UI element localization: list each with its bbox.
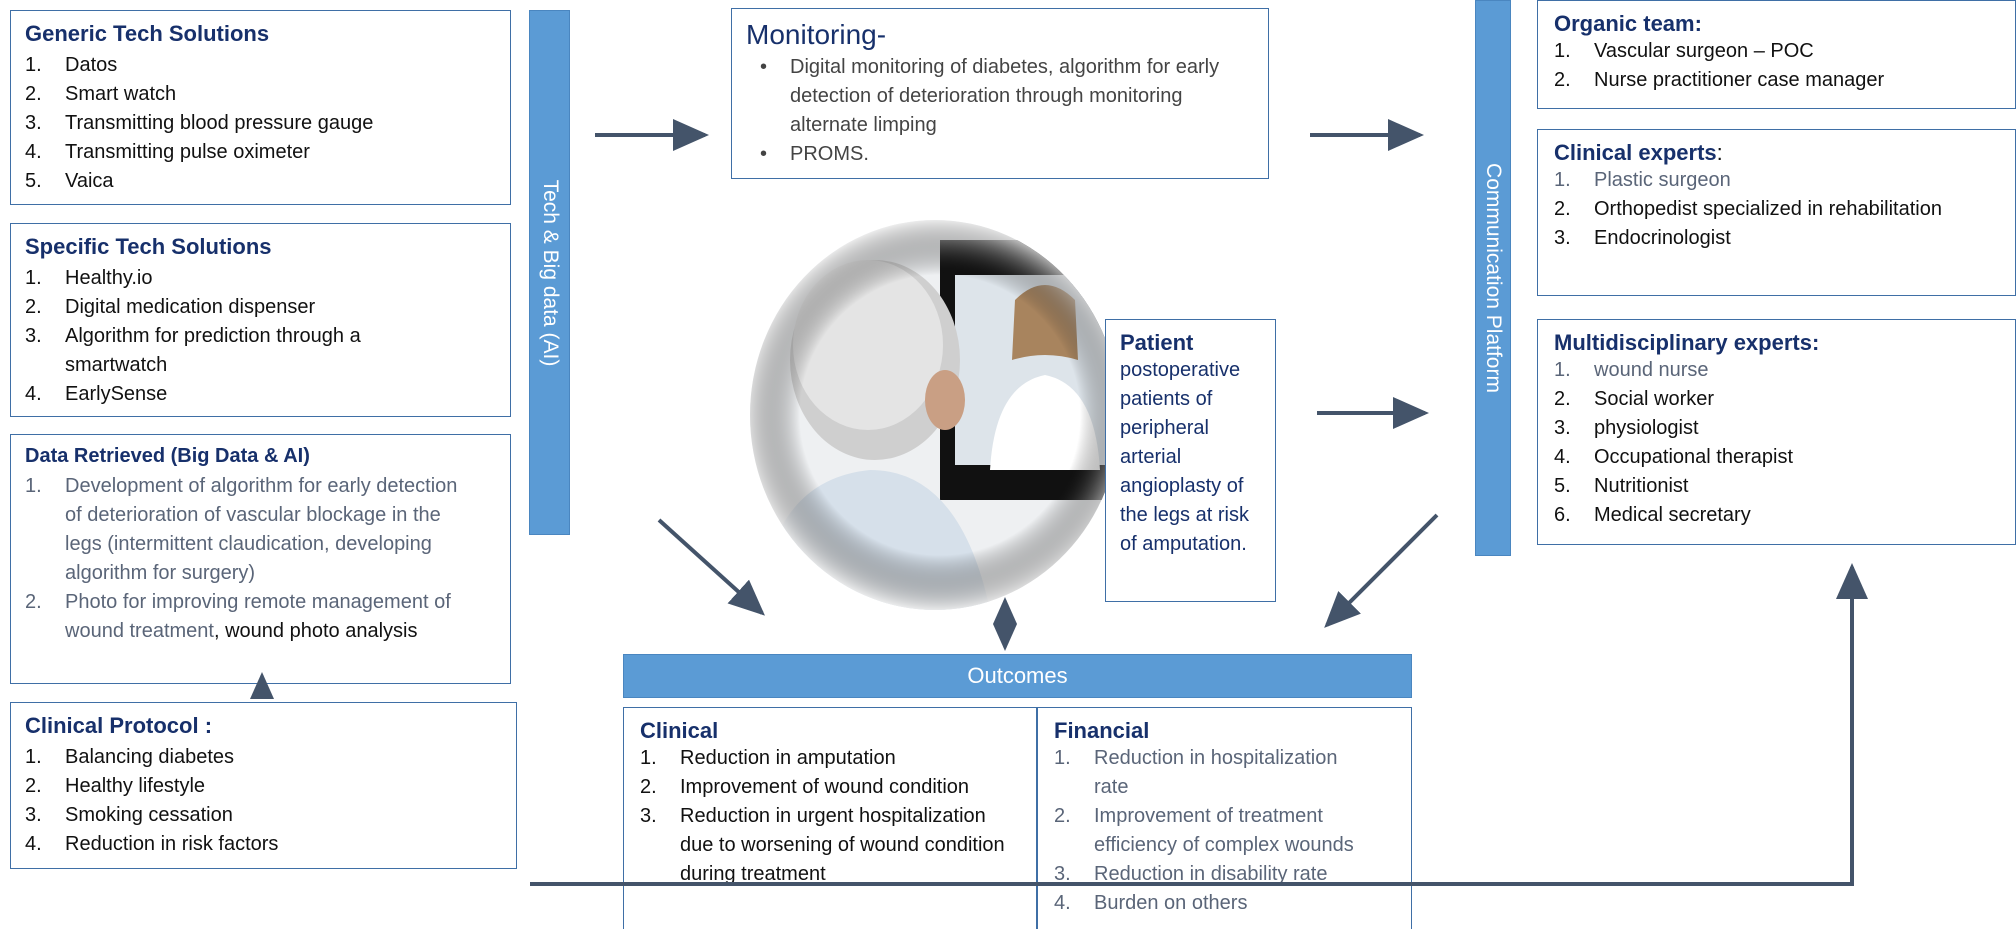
outcomes-clinical-list: 1.Reduction in amputation 2. Improvement…	[640, 744, 1020, 889]
arrow-tech-to-outcomes	[657, 518, 765, 616]
monitoring-box: Monitoring- •Digital monitoring of diabe…	[731, 8, 1269, 179]
list-item: 5.Vaica	[25, 170, 114, 192]
list-item: • PROMS.	[760, 143, 869, 165]
list-item: 2.Orthopedist specialized in rehabilitat…	[1554, 198, 1942, 220]
list-item: 1.Development of algorithm for early det…	[25, 475, 458, 584]
list-item: 1.Datos	[25, 54, 118, 76]
list-item: 4. Reduction in risk factors	[25, 833, 279, 855]
list-item: 2.Social worker	[1554, 388, 1715, 410]
list-item: 2. Improvement of wound condition	[640, 776, 970, 798]
clinical-protocol-title: Clinical Protocol :	[25, 713, 213, 738]
list-item: 2. Healthy lifestyle	[25, 775, 206, 797]
list-item: 3.Reduction in disability rate	[1054, 863, 1328, 885]
list-item: 2.Nurse practitioner case manager	[1554, 69, 1885, 91]
generic-tech-box: Generic Tech Solutions 1.Datos 2.Smart w…	[10, 10, 511, 205]
clinical-experts-box: Clinical experts: 1.Plastic surgeon 2.Or…	[1537, 129, 2016, 296]
outcomes-label: Outcomes	[967, 663, 1068, 688]
patient-title: Patient	[1120, 330, 1194, 355]
list-item: 1.Healthy.io	[25, 267, 153, 289]
outcomes-financial-box: Financial 1.Reduction in hospitalization…	[1037, 707, 1412, 929]
multidisciplinary-experts-title: Multidisciplinary experts:	[1554, 330, 1820, 355]
outcomes-clinical-title: Clinical	[640, 718, 719, 743]
clinical-experts-list: 1.Plastic surgeon 2.Orthopedist speciali…	[1554, 166, 1999, 253]
specific-tech-box: Specific Tech Solutions 1.Healthy.io 2.D…	[10, 223, 511, 417]
list-item: 3.Transmitting blood pressure gauge	[25, 112, 374, 134]
monitoring-list: •Digital monitoring of diabetes, algorit…	[746, 53, 1226, 169]
list-item: 1.Plastic surgeon	[1554, 169, 1731, 191]
data-retrieved-box: Data Retrieved (Big Data & AI) 1.Develop…	[10, 434, 511, 684]
list-item: 4.EarlySense	[25, 383, 168, 405]
communication-platform-bar: Communication Platform	[1475, 0, 1511, 556]
specific-tech-title: Specific Tech Solutions	[25, 234, 272, 259]
tech-big-data-bar: Tech & Big data (AI)	[529, 10, 570, 535]
arrow-comm-to-outcomes	[1324, 513, 1439, 628]
outcomes-header: Outcomes	[623, 654, 1412, 698]
list-item: 4.Burden on others	[1054, 892, 1248, 914]
list-item: 2.Improvement of treatment efficiency of…	[1054, 805, 1354, 856]
data-retrieved-list: 1.Development of algorithm for early det…	[25, 472, 465, 646]
organic-team-box: Organic team: 1.Vascular surgeon – POC 2…	[1537, 0, 2016, 109]
clinical-protocol-list: 1.Balancing diabetes 2. Healthy lifestyl…	[25, 743, 502, 859]
list-item: 3.Endocrinologist	[1554, 227, 1731, 249]
list-item: 2.Photo for improving remote management …	[25, 591, 451, 642]
data-retrieved-title: Data Retrieved (Big Data & AI)	[25, 445, 310, 467]
multidisciplinary-experts-box: Multidisciplinary experts: 1.wound nurse…	[1537, 319, 2016, 545]
list-item: 3.Algorithm for prediction through a sma…	[25, 325, 361, 376]
monitoring-title: Monitoring-	[746, 19, 887, 50]
patient-box: Patient postoperative patients of periph…	[1105, 319, 1276, 602]
list-item: 1.Balancing diabetes	[25, 746, 235, 768]
generic-tech-list: 1.Datos 2.Smart watch 3.Transmitting blo…	[25, 51, 496, 196]
list-item: 3.Smoking cessation	[25, 804, 233, 826]
list-item: 1.Reduction in hospitalization rate	[1054, 747, 1338, 798]
organic-team-title: Organic team:	[1554, 11, 1702, 36]
outcomes-financial-title: Financial	[1054, 718, 1150, 743]
list-item: 1.Reduction in amputation	[640, 747, 896, 769]
outcomes-clinical-box: Clinical 1.Reduction in amputation 2. Im…	[623, 707, 1037, 929]
patient-description: postoperative patients of peripheral art…	[1120, 359, 1249, 555]
communication-platform-label: Communication Platform	[1482, 163, 1505, 393]
tech-big-data-label: Tech & Big data (AI)	[538, 179, 562, 366]
generic-tech-title: Generic Tech Solutions	[25, 21, 270, 46]
clinical-experts-title: Clinical experts:	[1554, 140, 1723, 165]
organic-team-list: 1.Vascular surgeon – POC 2.Nurse practit…	[1554, 37, 1999, 95]
list-item: 3. Reduction in urgent hospitalization d…	[640, 805, 1005, 885]
list-item: 5.Nutritionist	[1554, 475, 1689, 497]
outcomes-financial-list: 1.Reduction in hospitalization rate 2.Im…	[1054, 744, 1374, 918]
list-item: 4.Transmitting pulse oximeter	[25, 141, 310, 163]
list-item: 2.Digital medication dispenser	[25, 296, 316, 318]
list-item: •Digital monitoring of diabetes, algorit…	[760, 56, 1220, 136]
specific-tech-list: 1.Healthy.io 2.Digital medication dispen…	[25, 264, 425, 409]
list-item: 1.Vascular surgeon – POC	[1554, 40, 1814, 62]
list-item: 4.Occupational therapist	[1554, 446, 1794, 468]
list-item: 6.Medical secretary	[1554, 504, 1751, 526]
list-item: 3.physiologist	[1554, 417, 1699, 439]
list-item: 2.Smart watch	[25, 83, 177, 105]
multidisciplinary-experts-list: 1.wound nurse 2.Social worker 3.physiolo…	[1554, 356, 1999, 530]
list-item: 1.wound nurse	[1554, 359, 1709, 381]
clinical-protocol-box: Clinical Protocol : 1.Balancing diabetes…	[10, 702, 517, 869]
